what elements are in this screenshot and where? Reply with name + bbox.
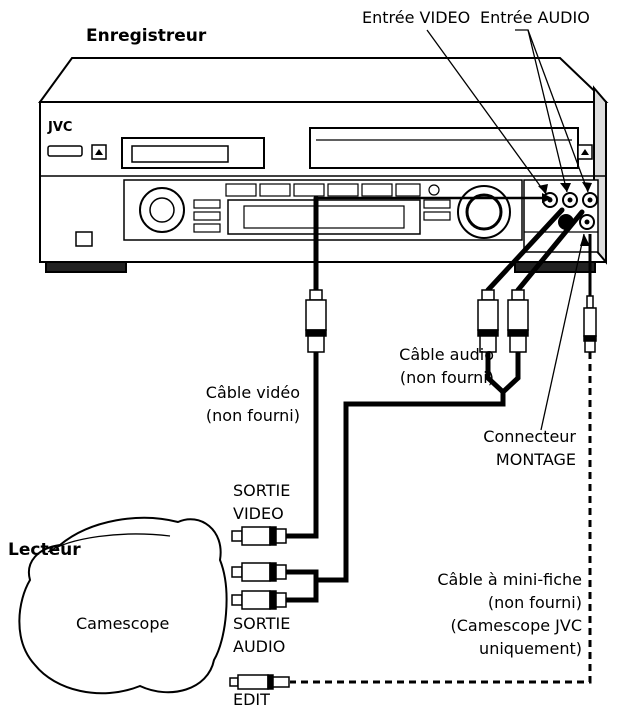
mini-plug-label-3: (Camescope JVC [450, 616, 583, 635]
mini-plug-label-1: Câble à mini-fiche [437, 570, 582, 589]
cables [279, 195, 585, 603]
vcr-foot-left [45, 261, 127, 273]
player-title: Lecteur [8, 540, 81, 560]
audio-in-pointer-r [527, 29, 589, 193]
audio-cable-label-2: (non fourni) [399, 368, 494, 387]
power-button [47, 145, 83, 157]
mini-plug-label-4: uniquement) [479, 639, 582, 658]
mini-plug-cable-dashed [290, 352, 592, 684]
cassette-slot-2 [309, 127, 579, 169]
video-cable-arrow [542, 193, 552, 203]
mini-plug-label-2: (non fourni) [487, 593, 582, 612]
video-cable-bottom [279, 349, 319, 539]
audio-out-label-1: SORTIE [233, 614, 291, 633]
arrowhead-edit [580, 234, 590, 246]
mini-plug-top [583, 295, 597, 353]
arrowhead-audio-r [582, 182, 592, 192]
camcorder-outline [18, 516, 228, 695]
video-in-label: Entrée VIDEO [362, 8, 471, 27]
audio-cable-l-top [485, 207, 565, 293]
audio-out-plug-r [231, 590, 287, 610]
audio-out-label-2: AUDIO [233, 637, 286, 656]
camcorder-inner-line [47, 533, 171, 553]
camcorder-label: Camescope [76, 614, 170, 633]
edit-connector-label-2: MONTAGE [495, 450, 576, 469]
audio-cable-run-2 [279, 577, 319, 603]
arrowhead-video [538, 184, 548, 194]
audio-rca-plug-r [507, 289, 529, 353]
vcr-top-face [38, 57, 609, 103]
audio-rca-plug-l [477, 289, 499, 353]
plugs [229, 289, 597, 690]
vcr-recorder [38, 57, 609, 273]
video-cable-label-1: Câble vidéo [205, 383, 300, 402]
video-out-plug [231, 526, 287, 546]
edit-connector-label-1: Connecteur [483, 427, 576, 446]
vcr-foot-right [514, 261, 596, 273]
video-in-pointer [426, 29, 547, 195]
audio-in-label: Entrée AUDIO [480, 8, 590, 27]
audio-cable-run-1 [279, 389, 506, 583]
label-pointers [426, 29, 589, 431]
brand-logo: JVC [47, 120, 72, 135]
arrowhead-audio-l [560, 183, 571, 192]
audio-cable-r-top [515, 209, 585, 293]
edit-mini-plug [229, 674, 290, 690]
video-out-label-1: SORTIE [233, 481, 291, 500]
front-indicator [75, 231, 93, 247]
cassette-door-1 [131, 145, 229, 163]
audio-out-plug-l [231, 562, 287, 582]
audio-cable-label-1: Câble audio [399, 345, 494, 364]
video-cable-label-2: (non fourni) [205, 406, 300, 425]
recorder-title: Enregistreur [86, 26, 207, 46]
video-rca-plug [305, 289, 327, 353]
edit-label: EDIT [233, 690, 270, 709]
video-out-label-2: VIDEO [233, 504, 284, 523]
edit-connector-pointer [540, 233, 585, 431]
